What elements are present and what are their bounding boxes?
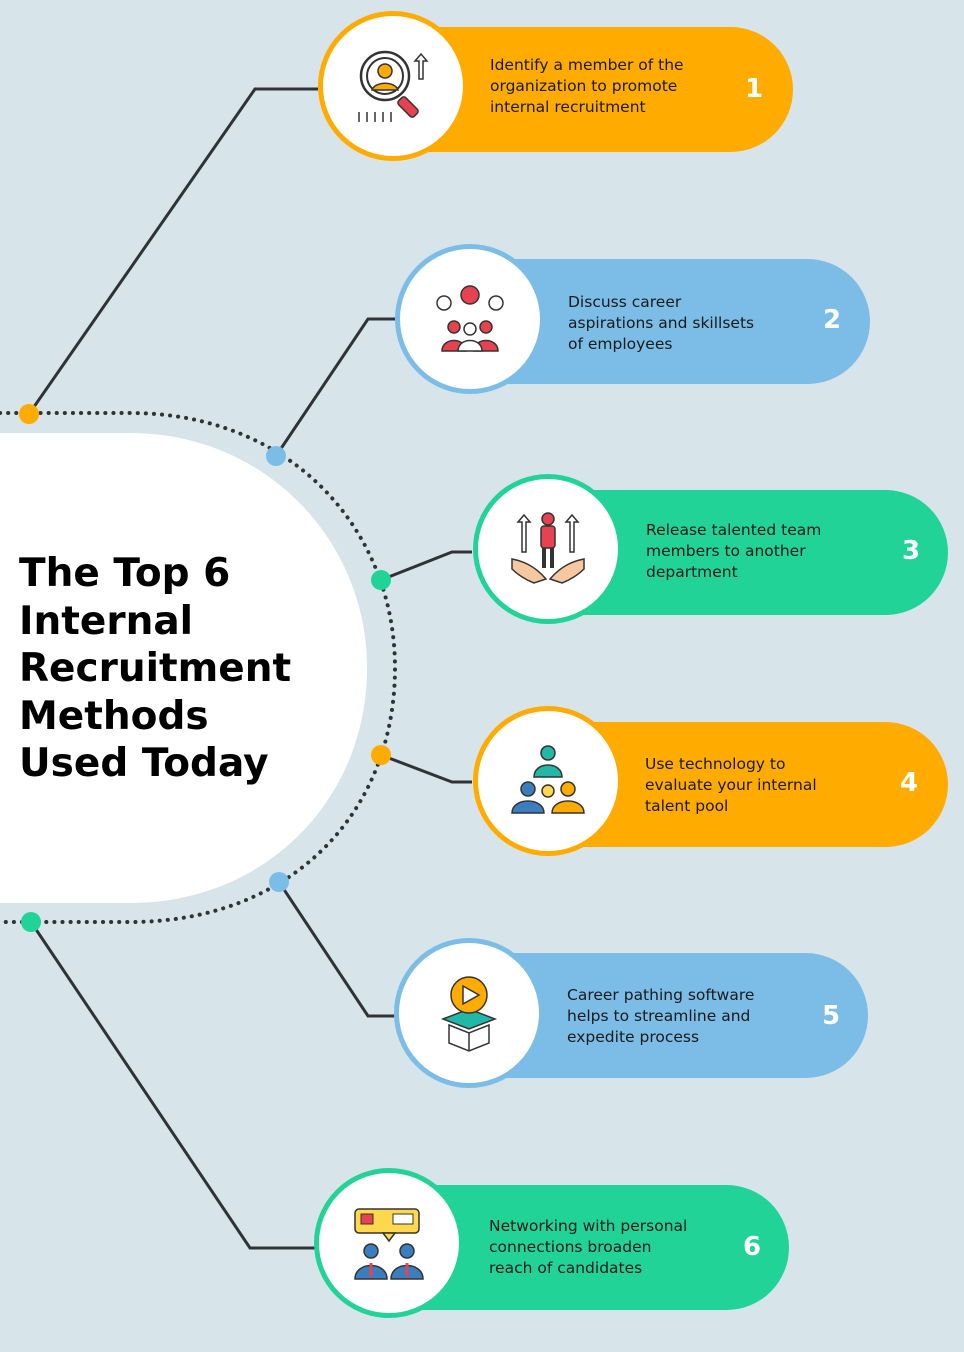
node-dot-3	[371, 570, 391, 590]
title-line: Internal	[19, 598, 194, 644]
item-text: Identify a member of the organization to…	[490, 56, 684, 116]
item-number: 6	[743, 1232, 762, 1262]
item-text: Release talented team members to another…	[646, 521, 822, 581]
title-line: Used Today	[19, 741, 269, 786]
item-icon-circle	[318, 11, 468, 161]
item-text: Use technology to evaluate your internal…	[645, 755, 817, 815]
connector-3	[380, 550, 472, 582]
item-text: Networking with personal connections bro…	[489, 1217, 688, 1277]
item-icon-circle	[395, 244, 545, 394]
item-icon-circle	[473, 474, 623, 624]
node-dot-6	[21, 912, 41, 932]
play-box-icon	[440, 976, 498, 1052]
node-dot-2	[266, 446, 286, 466]
connector-4	[380, 753, 472, 784]
item-number: 2	[823, 305, 842, 335]
team-idea-icon	[511, 745, 585, 814]
title-line: Recruitment	[19, 646, 292, 691]
item-number: 5	[822, 1001, 841, 1031]
item-number: 1	[745, 74, 764, 104]
item-text: Career pathing software helps to streaml…	[567, 986, 755, 1046]
item-icon-circle	[394, 938, 544, 1088]
networking-people-icon	[354, 1208, 424, 1280]
node-dot-5	[269, 872, 289, 892]
magnifier-person-icon	[358, 50, 429, 122]
dotted-arc	[0, 411, 398, 924]
connector-6	[29, 921, 315, 1250]
connector-2	[274, 317, 395, 457]
team-gears-icon	[436, 285, 504, 352]
title-line: Methods	[19, 693, 209, 739]
node-dot-4	[371, 745, 391, 765]
item-icon-circle	[314, 1168, 464, 1318]
item-number: 4	[900, 768, 919, 798]
page-title: The Top 6 Internal Recruitment Methods U…	[19, 550, 291, 788]
hands-person-icon	[511, 512, 585, 584]
item-text: Discuss career aspirations and skillsets…	[568, 293, 755, 353]
item-icon-circle	[473, 706, 623, 856]
center-white-shape	[0, 433, 367, 903]
connector-1	[27, 87, 318, 415]
item-number: 3	[902, 536, 921, 566]
node-dot-1	[19, 404, 39, 424]
connector-5	[277, 881, 395, 1018]
title-line: The Top 6	[19, 551, 231, 596]
